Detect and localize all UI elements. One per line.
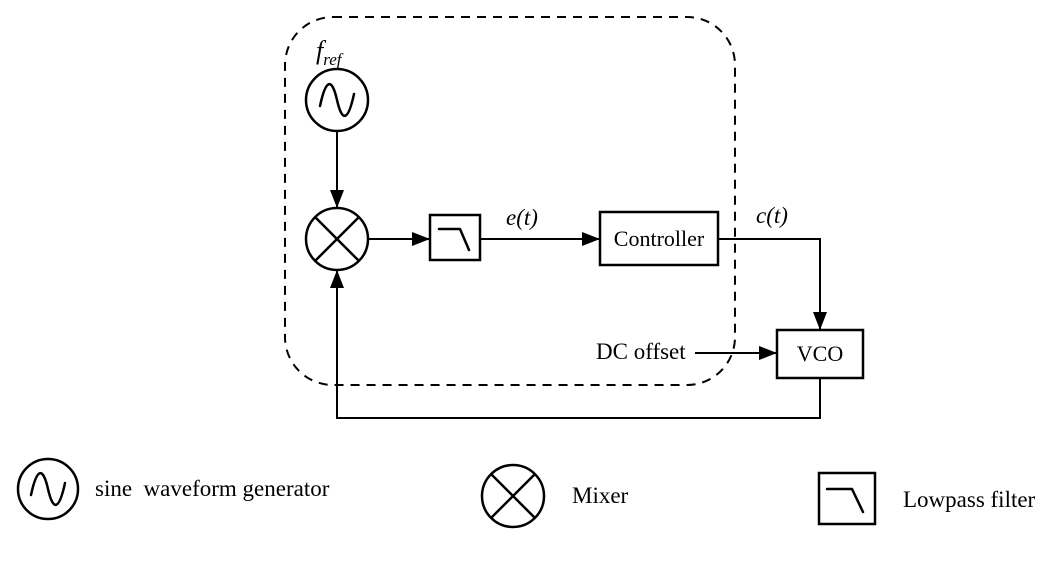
legend-lowpass-filter-icon [817,471,877,526]
reference-frequency-subscript: ref [323,50,342,70]
control-signal-label: c(t) [756,203,788,228]
reference-frequency-label: fref [316,36,342,70]
legend-mixer-icon [480,463,546,529]
vco-feedback-connector [330,270,821,419]
controller-label: Controller [613,225,705,251]
legend-sine-generator-label: sine waveform generator [95,476,330,501]
dc-offset-label: DC offset [596,339,686,364]
lowpass-filter-icon [428,213,482,262]
vco-label: VCO [796,341,844,366]
controller-to-vco-connector [718,238,827,330]
reference-frequency-base: f [316,36,324,65]
legend-lowpass-filter-label: Lowpass filter [903,487,1036,512]
system-boundary-dashed-rect [284,16,736,386]
sine-generator-icon [304,67,370,133]
legend-mixer-label: Mixer [572,483,629,508]
legend-sine-generator-icon [16,457,80,521]
mixer-icon [304,206,370,272]
error-signal-label: e(t) [506,205,538,230]
